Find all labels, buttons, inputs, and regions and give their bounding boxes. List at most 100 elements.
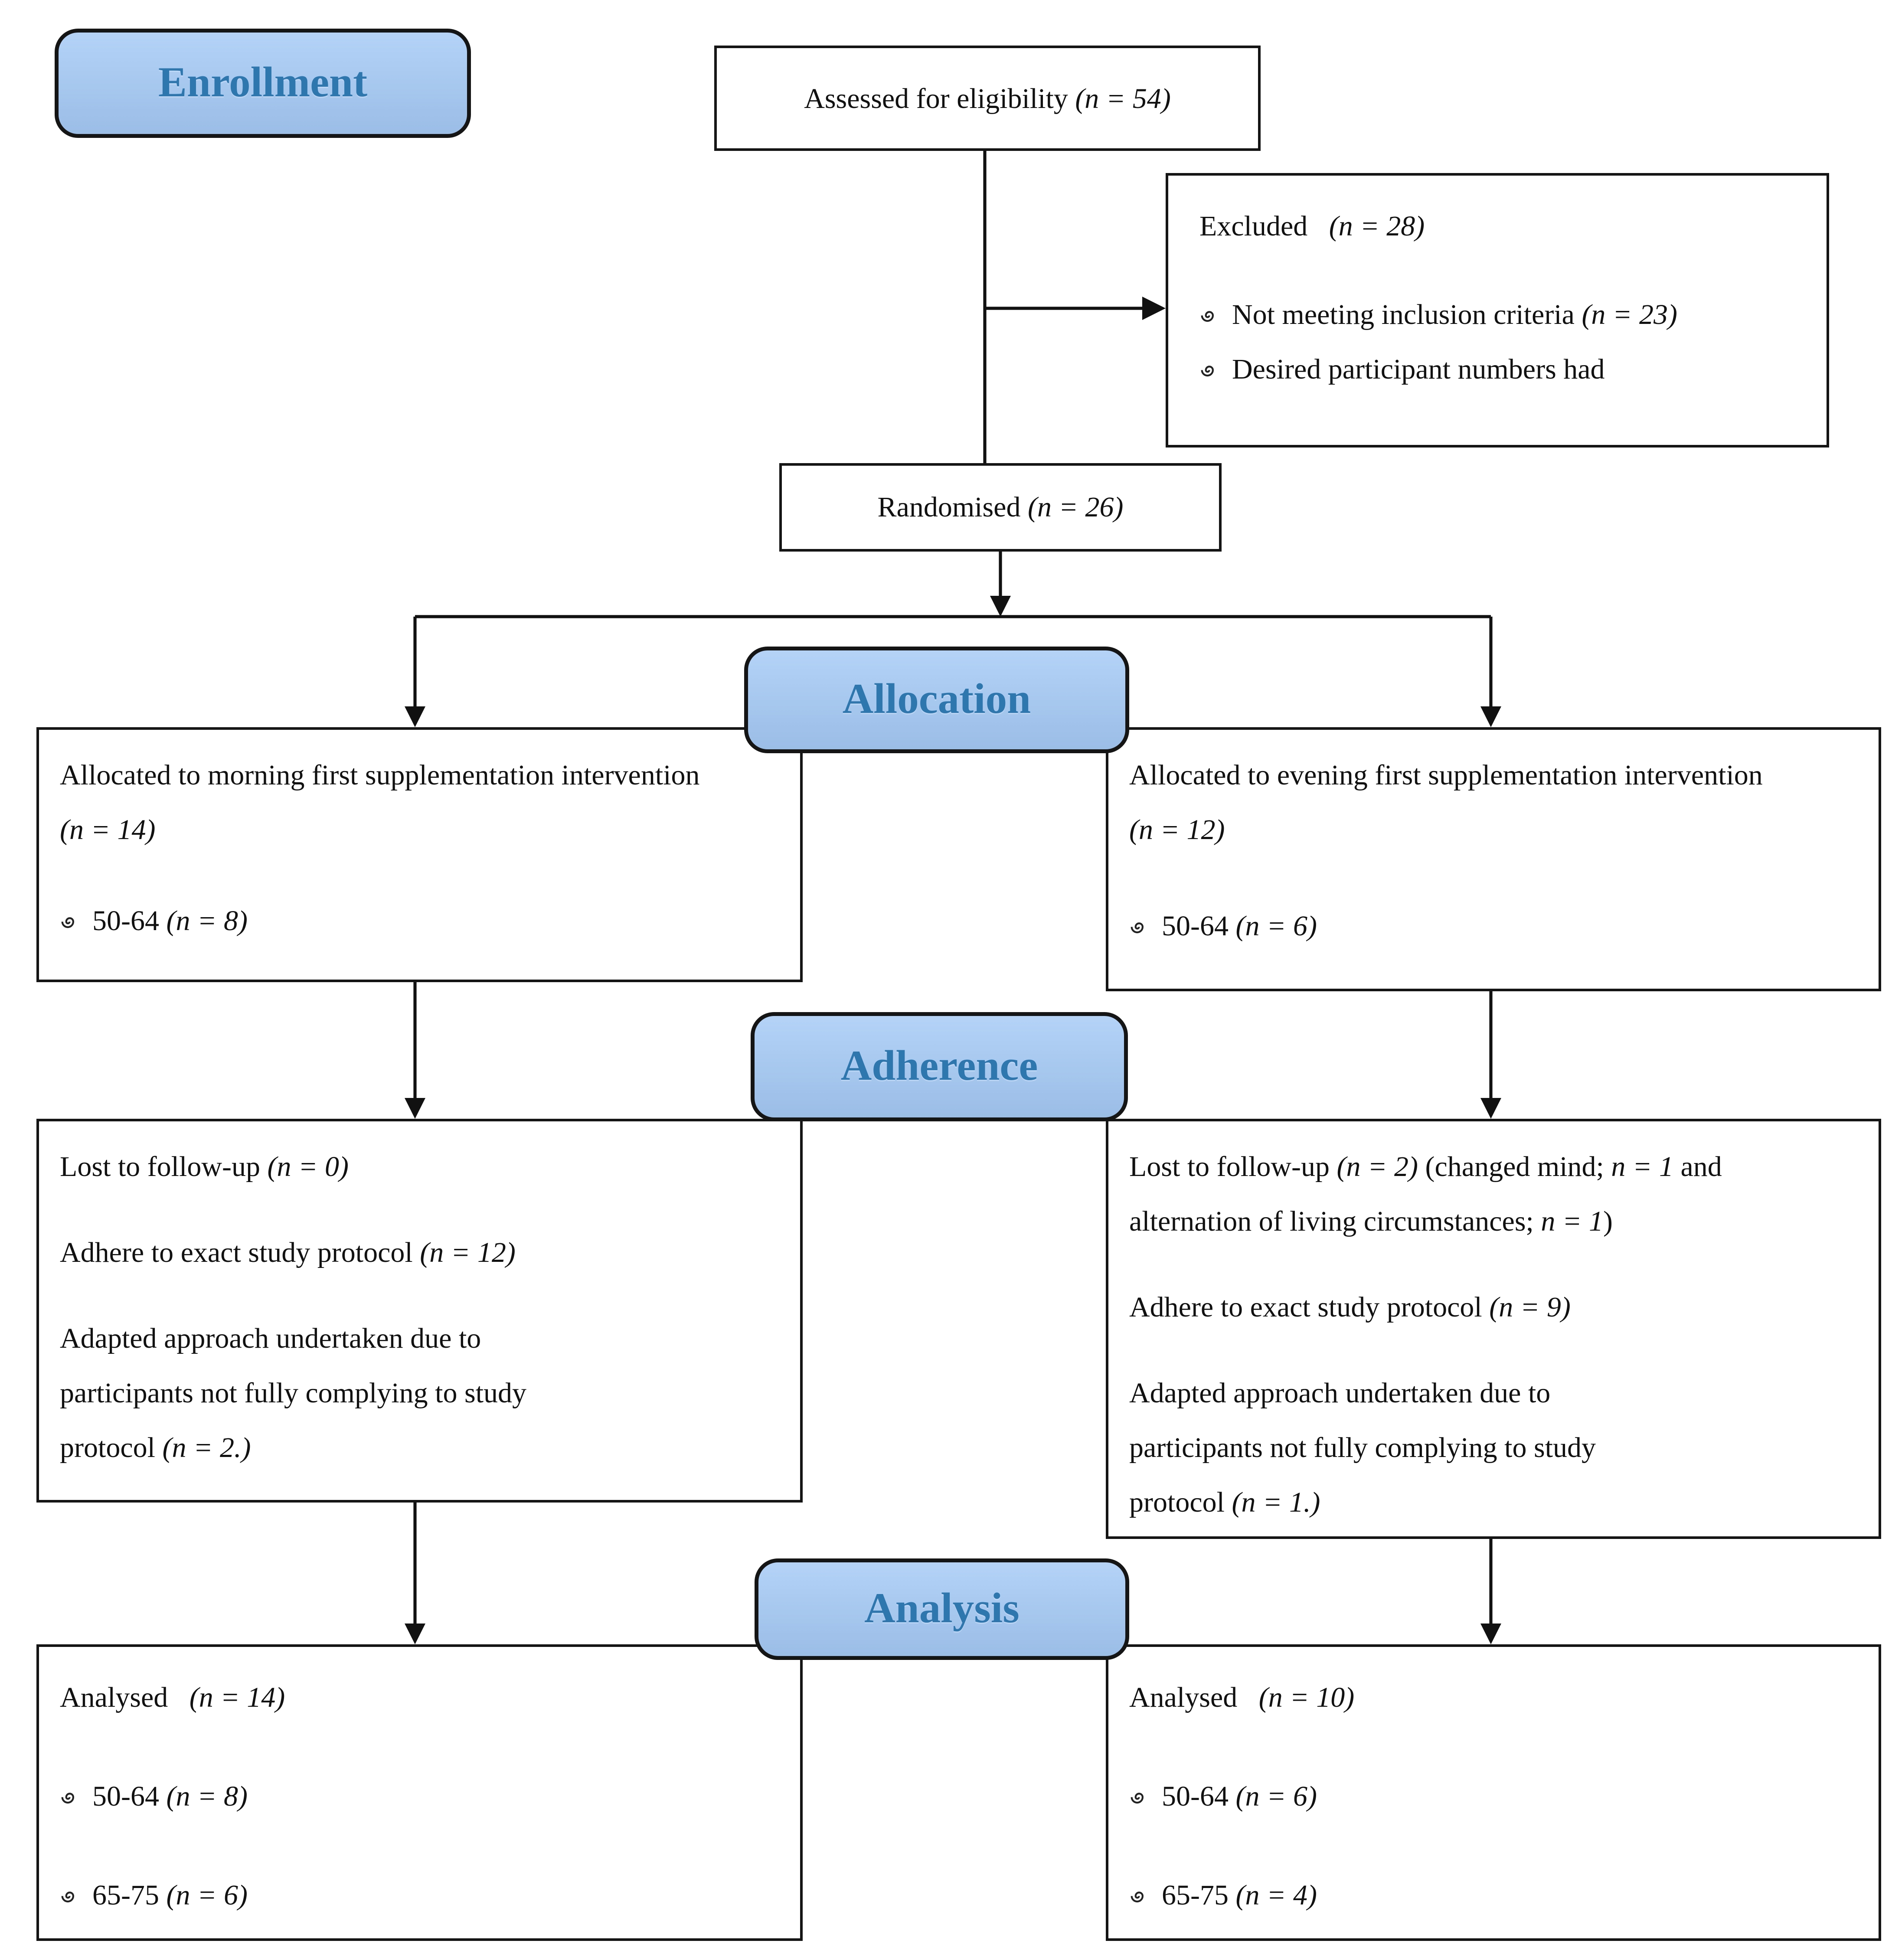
box-assessed-eligibility: Assessed for eligibility (n = 54) <box>714 46 1261 151</box>
text-segment: Excluded <box>1199 209 1329 242</box>
text-segment: (n = 10) <box>1258 1681 1355 1713</box>
arrowhead-allocation-left-icon <box>405 706 425 727</box>
bullet-text: 50-64 (n = 6) <box>1162 1769 1317 1824</box>
text-segment: (n = 26) <box>1028 490 1124 523</box>
adherence-morning-adapted: Adapted approach undertaken due to parti… <box>60 1311 619 1475</box>
arrowhead-allocation-right-icon <box>1480 706 1501 727</box>
stage-badge-adherence: Adherence <box>751 1012 1128 1121</box>
text-segment: Assessed for eligibility <box>804 81 1075 114</box>
text-segment: and alternation of living circumstances; <box>1129 1150 1722 1237</box>
arrowhead-adherence-left-icon <box>405 1098 425 1119</box>
text-segment: (n = 1.) <box>1232 1486 1320 1518</box>
text-segment: 50-64 <box>1162 909 1236 942</box>
text-segment: (n = 2) <box>1336 1150 1418 1183</box>
arrowhead-excluded-icon <box>1142 297 1166 320</box>
spiral-bullet-icon <box>60 1787 79 1806</box>
arrowhead-split-icon <box>990 596 1011 617</box>
excluded-title: Excluded (n = 28) <box>1199 199 1798 254</box>
stage-badge-label: Allocation <box>842 676 1031 723</box>
allocation-evening-text: Allocated to evening first supplementati… <box>1129 748 1780 857</box>
bullet-text: 65-75 (n = 6) <box>92 1868 248 1923</box>
bullet-text: 50-64 (n = 8) <box>92 894 248 948</box>
stage-badge-analysis: Analysis <box>755 1558 1129 1660</box>
arrowhead-analysis-right-icon <box>1480 1624 1501 1644</box>
box-adherence-evening: Lost to follow-up (n = 2) (changed mind;… <box>1106 1119 1881 1539</box>
stage-badge-enrollment: Enrollment <box>55 29 471 138</box>
allocation-evening-bullet-1: 50-64 (n = 6) <box>1129 899 1853 954</box>
text-segment: (n = 4) <box>1235 1878 1317 1911</box>
text-segment: (n = 2.) <box>162 1431 251 1463</box>
text-segment: Desired participant numbers had <box>1232 353 1605 385</box>
spiral-bullet-icon <box>60 911 79 931</box>
box-adherence-morning: Lost to follow-up (n = 0) Adhere to exac… <box>36 1119 803 1503</box>
stage-badge-label: Enrollment <box>158 59 368 106</box>
spiral-bullet-icon <box>1199 305 1219 325</box>
spiral-bullet-icon <box>60 1886 79 1905</box>
text-segment: Allocated to evening first supplementati… <box>1129 758 1763 791</box>
analysis-morning-bullet-2: 65-75 (n = 6) <box>60 1868 774 1923</box>
text-segment: Analysed <box>1129 1681 1259 1713</box>
text-segment: (n = 8) <box>166 904 248 937</box>
text-segment: Allocated to morning first supplementati… <box>60 758 700 791</box>
excluded-bullet-1: Not meeting inclusion criteria (n = 23) <box>1199 287 1798 342</box>
text-segment: 50-64 <box>92 1780 167 1812</box>
text-segment: (changed mind; <box>1418 1150 1611 1183</box>
analysis-evening-bullet-2: 65-75 (n = 4) <box>1129 1868 1853 1923</box>
text-segment: (n = 8) <box>166 1780 248 1812</box>
box-allocation-evening: Allocated to evening first supplementati… <box>1106 727 1881 991</box>
assessed-text: Assessed for eligibility (n = 54) <box>804 71 1171 126</box>
spiral-bullet-icon <box>1129 1886 1149 1905</box>
spiral-bullet-icon <box>1129 1787 1149 1806</box>
box-analysis-evening: Analysed (n = 10) 50-64 (n = 6) 65-75 (n… <box>1106 1644 1881 1941</box>
text-segment: ) <box>1603 1205 1613 1237</box>
adherence-evening-lost: Lost to follow-up (n = 2) (changed mind;… <box>1129 1140 1734 1249</box>
text-segment: Lost to follow-up <box>60 1150 268 1183</box>
bullet-text: 65-75 (n = 4) <box>1162 1868 1317 1923</box>
text-segment: 65-75 <box>1162 1878 1236 1911</box>
stage-badge-label: Adherence <box>840 1042 1038 1090</box>
arrowhead-adherence-right-icon <box>1480 1098 1501 1119</box>
spiral-bullet-icon <box>1129 917 1149 936</box>
text-segment: Randomised <box>877 490 1028 523</box>
adherence-morning-adhere: Adhere to exact study protocol (n = 12) <box>60 1225 774 1280</box>
bullet-text: 50-64 (n = 8) <box>92 1769 248 1824</box>
stage-badge-allocation: Allocation <box>744 647 1129 753</box>
allocation-morning-text: Allocated to morning first supplementati… <box>60 748 710 857</box>
text-segment: n = 1 <box>1541 1205 1603 1237</box>
randomised-text: Randomised (n = 26) <box>878 480 1124 535</box>
adherence-morning-lost: Lost to follow-up (n = 0) <box>60 1140 774 1194</box>
text-segment: (n = 6) <box>166 1878 248 1911</box>
spiral-bullet-icon <box>1199 360 1219 379</box>
text-segment: (n = 54) <box>1075 81 1171 114</box>
text-segment: (n = 14) <box>60 813 156 846</box>
text-segment: (n = 23) <box>1582 298 1677 330</box>
text-segment: 65-75 <box>92 1878 167 1911</box>
analysis-morning-title: Analysed (n = 14) <box>60 1670 774 1725</box>
text-segment: (n = 6) <box>1235 909 1317 942</box>
text-segment: Lost to follow-up <box>1129 1150 1337 1183</box>
text-segment: Adhere to exact study protocol <box>60 1236 420 1268</box>
text-segment: 50-64 <box>92 904 167 937</box>
text-segment: Adapted approach undertaken due to parti… <box>1129 1376 1596 1518</box>
excluded-bullet-2: Desired participant numbers had <box>1199 342 1798 397</box>
box-excluded: Excluded (n = 28) Not meeting inclusion … <box>1166 173 1829 448</box>
box-analysis-morning: Analysed (n = 14) 50-64 (n = 8) 65-75 (n… <box>36 1644 803 1941</box>
analysis-evening-title: Analysed (n = 10) <box>1129 1670 1853 1725</box>
text-segment: 50-64 <box>1162 1780 1236 1812</box>
arrowhead-analysis-left-icon <box>405 1624 425 1644</box>
text-segment: (n = 6) <box>1235 1780 1317 1812</box>
box-allocation-morning: Allocated to morning first supplementati… <box>36 727 803 982</box>
text-segment: Analysed <box>60 1681 190 1713</box>
allocation-morning-bullet-1: 50-64 (n = 8) <box>60 894 774 948</box>
bullet-text: Not meeting inclusion criteria (n = 23) <box>1232 287 1677 342</box>
bullet-text: 50-64 (n = 6) <box>1162 899 1317 954</box>
text-segment: Adapted approach undertaken due to parti… <box>60 1322 527 1463</box>
text-segment: (n = 14) <box>189 1681 285 1713</box>
analysis-evening-bullet-1: 50-64 (n = 6) <box>1129 1769 1853 1824</box>
text-segment: (n = 28) <box>1329 209 1425 242</box>
stage-badge-label: Analysis <box>864 1585 1020 1632</box>
text-segment: n = 1 <box>1611 1150 1673 1183</box>
